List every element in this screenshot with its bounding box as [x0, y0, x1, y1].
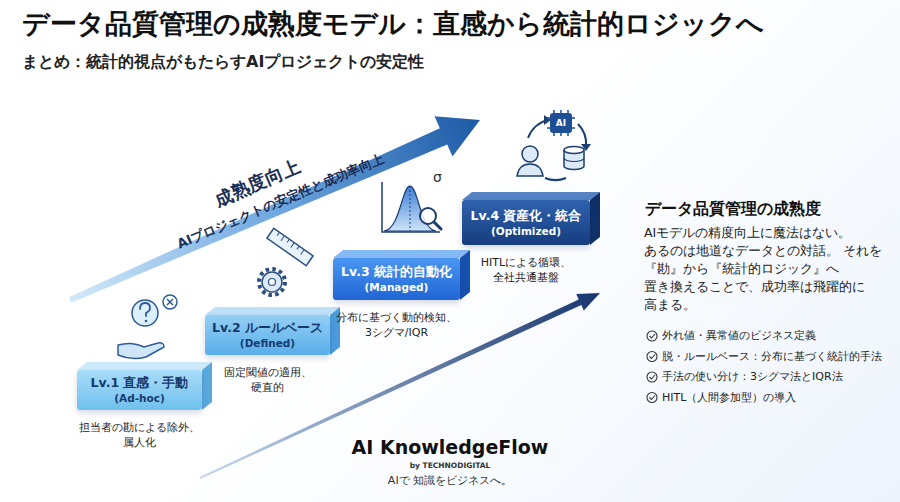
- step-title: Lv.1 直感・手動: [91, 375, 189, 391]
- ai-chip: [550, 113, 572, 133]
- check-mark: [650, 375, 656, 379]
- step-subtitle: (Defined): [240, 336, 295, 350]
- ruler-ticks: [276, 232, 304, 254]
- step-box: Lv.1 直感・手動(Ad-hoc)担当者の勘による除外、 属人化: [77, 370, 202, 410]
- database-ring: [564, 158, 584, 162]
- question-bubble: [132, 300, 158, 326]
- step-side: [202, 362, 212, 410]
- cycle-head: [544, 115, 551, 125]
- subtitle: まとめ：統計的視点がもたらすAIプロジェクトの安定性: [22, 52, 424, 73]
- step-top: [462, 192, 600, 200]
- sigma-symbol: σ: [433, 169, 442, 185]
- check-mark: [650, 355, 656, 359]
- check-item: HITL（人間参加型）の導入: [662, 390, 796, 406]
- step-subtitle: (Optimized): [491, 224, 561, 238]
- step-title: Lv.4 資産化・統合: [471, 208, 582, 224]
- maturity-arrow: [69, 116, 480, 302]
- cross-circle: [163, 295, 177, 309]
- step-description: 分布に基づく動的検知、 3シグマ/IQR: [332, 310, 462, 340]
- brand-name: AI KnowledgeFlow: [330, 436, 570, 458]
- step-box: Lv.4 資産化・統合(Optimized)HITLによる循環、 全社共通基盤: [462, 200, 590, 245]
- panel-body: AIモデルの精度向上に魔法はない。 あるのは地道なデータとの対話。 それを『勘』…: [644, 224, 896, 314]
- panel-heading: データ品質管理の成熟度: [645, 199, 821, 220]
- check-mark: [650, 396, 656, 400]
- chip-pins: [547, 110, 575, 136]
- step-top: [77, 362, 212, 370]
- step-side: [460, 250, 470, 300]
- chip-label: AI: [550, 116, 572, 130]
- step-top: [333, 250, 470, 258]
- step-box: Lv.3 統計的自動化(Managed)分布に基づく動的検知、 3シグマ/IQR: [333, 258, 460, 300]
- check-circle: [647, 372, 657, 382]
- sigma-line: [410, 186, 411, 231]
- database-top: [564, 147, 584, 154]
- step-top: [205, 307, 340, 315]
- cross-mark: [167, 299, 173, 305]
- brand-tagline: AIで 知識をビジネスへ。: [330, 473, 570, 488]
- step-side: [590, 192, 600, 245]
- step-box: Lv.2 ルールベース(Defined)固定閾値の適用、 硬直的: [205, 315, 330, 355]
- check-circle: [647, 352, 657, 362]
- brand-by: by TECHNODIGITAL: [330, 461, 570, 470]
- person-head: [522, 146, 538, 162]
- step-description: 担当者の勘による除外、 属人化: [75, 420, 205, 450]
- step-title: Lv.2 ルールベース: [212, 320, 323, 336]
- step-title: Lv.3 統計的自動化: [341, 264, 452, 280]
- title-text: データ品質管理の成熟度モデル：直感から統計的ロジックへ: [22, 6, 764, 42]
- check-circle: [647, 393, 657, 403]
- step-description: HITLによる循環、 全社共通基盤: [471, 255, 581, 285]
- check-mark: [650, 334, 656, 338]
- chart-axis: [382, 182, 440, 232]
- gear-hole: [269, 279, 276, 286]
- cycle-arrow: [545, 178, 566, 180]
- bell-curve: [384, 186, 436, 231]
- gear-body: [262, 272, 282, 292]
- magnifier-handle: [434, 222, 441, 229]
- hand-icon: [118, 343, 164, 359]
- check-item: 脱・ルールベース：分布に基づく統計的手法: [662, 349, 882, 365]
- question-mark: [140, 303, 150, 316]
- trend-arrow: [200, 293, 600, 479]
- person-body: [517, 164, 543, 176]
- check-circle: [647, 331, 657, 341]
- check-item: 外れ値・異常値のビジネス定義: [662, 328, 816, 344]
- step-subtitle: (Ad-hoc): [114, 391, 165, 405]
- check-item: 手法の使い分け：3シグマ法とIQR法: [662, 369, 843, 385]
- check-icons: [647, 331, 657, 403]
- gear-teeth: [259, 269, 285, 295]
- step-subtitle: (Managed): [365, 280, 429, 294]
- step-description: 固定閾値の適用、 硬直的: [218, 365, 318, 395]
- question-dot: [145, 320, 148, 323]
- cycle-arrow: [578, 124, 586, 146]
- ruler-icon: [267, 228, 313, 265]
